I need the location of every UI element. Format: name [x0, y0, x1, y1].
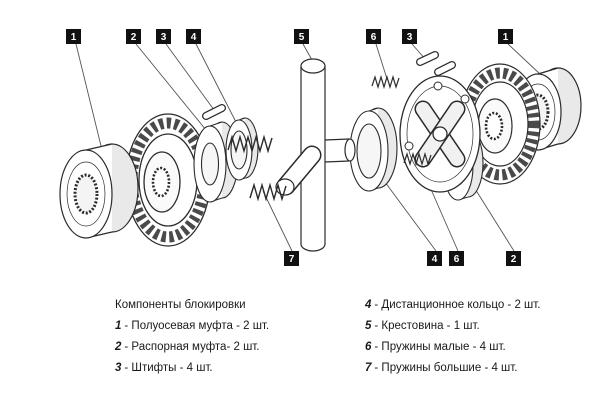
legend-item-number: 7	[365, 362, 372, 374]
legend-item-number: 6	[365, 341, 372, 353]
part-distance-ring-right	[349, 107, 398, 192]
callout-number: 2	[131, 32, 137, 43]
callout-6-bottom: 6	[449, 251, 464, 266]
legend-item-6: 6- Пружины малые - 4 шт.	[365, 337, 595, 358]
legend-item-text: - Крестовина - 1 шт.	[374, 320, 480, 332]
legend-item-3: 3- Штифты - 4 шт.	[115, 358, 365, 379]
part-springs-large	[227, 134, 287, 202]
legend-item-text: - Пружины большие - 4 шт.	[374, 362, 518, 374]
callout-number: 5	[299, 32, 305, 43]
legend-column-right: 4- Дистанционное кольцо - 2 шт. 5- Крест…	[365, 295, 595, 379]
legend-item-text: - Штифты - 4 шт.	[124, 362, 213, 374]
part-axle-coupling-left	[59, 143, 139, 239]
part-springs-small	[371, 74, 432, 167]
legend-item-1: 1- Полуосевая муфта - 2 шт.	[115, 316, 365, 337]
part-bevel-gear-left	[125, 113, 211, 247]
legend-item-5: 5- Крестовина - 1 шт.	[365, 316, 595, 337]
legend-column-left: Компоненты блокировки 1- Полуосевая муфт…	[115, 295, 365, 379]
callout-number: 6	[371, 32, 377, 43]
legend-item-number: 1	[115, 320, 122, 332]
callout-1-right: 1	[498, 29, 513, 44]
legend-item-text: - Дистанционное кольцо - 2 шт.	[374, 299, 541, 311]
callout-number: 7	[289, 254, 295, 265]
legend-item-number: 4	[365, 299, 372, 311]
legend-item-text: - Распорная муфта- 2 шт.	[124, 341, 260, 353]
callout-6-top: 6	[366, 29, 381, 44]
legend-item-number: 2	[115, 341, 122, 353]
legend-item-4: 4- Дистанционное кольцо - 2 шт.	[365, 295, 595, 316]
callout-1-left: 1	[66, 29, 81, 44]
callout-2-left: 2	[126, 29, 141, 44]
legend-title: Компоненты блокировки	[115, 299, 246, 311]
callout-7: 7	[284, 251, 299, 266]
legend-item-number: 5	[365, 320, 372, 332]
callouts: 1 2 3 4 5 6 3	[66, 29, 521, 266]
diagram-canvas: 1 2 3 4 5 6 3	[59, 29, 582, 266]
callout-number: 6	[454, 254, 460, 265]
callout-number: 3	[407, 32, 413, 43]
part-spacer-ring-left	[193, 121, 239, 203]
callout-3-right: 3	[402, 29, 417, 44]
callout-number: 4	[191, 32, 197, 43]
callout-number: 1	[503, 32, 509, 43]
callout-number: 3	[161, 32, 167, 43]
callout-number: 4	[432, 254, 438, 265]
legend-item-number: 3	[115, 362, 122, 374]
part-pins	[202, 51, 456, 120]
part-spider-cross	[275, 58, 356, 252]
legend-item-7: 7- Пружины большие - 4 шт.	[365, 358, 595, 379]
part-cam-cage	[399, 75, 481, 193]
callout-3-left: 3	[156, 29, 171, 44]
callout-2-bottom: 2	[506, 251, 521, 266]
legend-item-text: - Полуосевая муфта - 2 шт.	[124, 320, 270, 332]
callout-number: 2	[511, 254, 517, 265]
legend-item-2: 2- Распорная муфта- 2 шт.	[115, 337, 365, 358]
legend: Компоненты блокировки 1- Полуосевая муфт…	[115, 295, 595, 379]
legend-item-text: - Пружины малые - 4 шт.	[374, 341, 506, 353]
callout-number: 1	[71, 32, 77, 43]
leader-lines	[75, 43, 542, 252]
callout-5: 5	[294, 29, 309, 44]
callout-4-left: 4	[186, 29, 201, 44]
callout-4-bottom: 4	[427, 251, 442, 266]
